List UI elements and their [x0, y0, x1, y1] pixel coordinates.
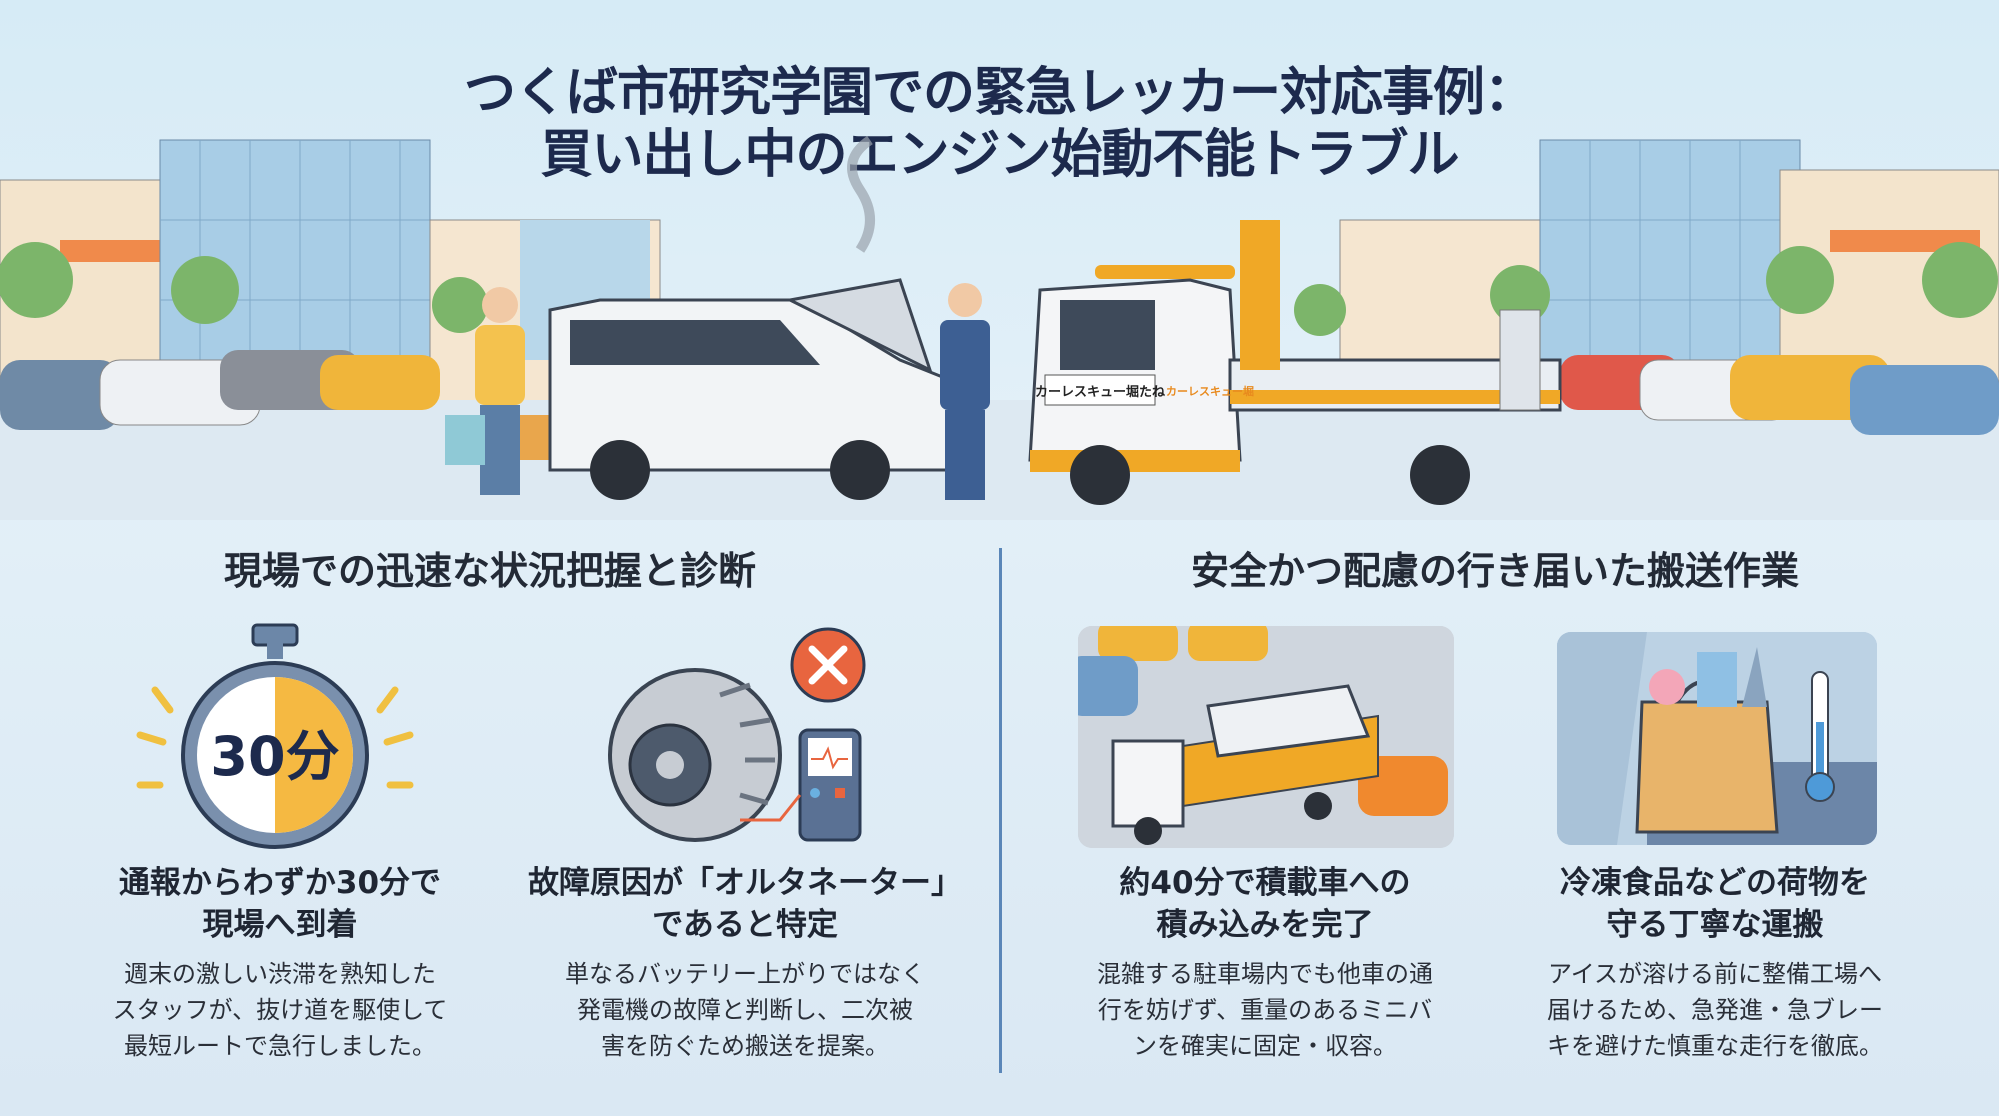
card-arrival-30min: 通報からわずか30分で現場へ到着 週末の激しい渋滞を熟知したスタッフが、抜け道を…	[50, 862, 510, 1064]
card-title-line: 故障原因が「オルタネーター」	[528, 865, 962, 901]
card-body-line: 発電機の故障と判断し、二次被	[577, 996, 913, 1024]
card-body-line: 単なるバッテリー上がりではなく	[565, 960, 925, 988]
card-title-line: 積み込みを完了	[1156, 907, 1374, 943]
card-careful-transport: 冷凍食品などの荷物を守る丁寧な運搬 アイスが溶ける前に整備工場へ届けるため、急発…	[1485, 862, 1945, 1064]
card-alternator-diagnosis: 故障原因が「オルタネーター」であると特定 単なるバッテリー上がりではなく発電機の…	[515, 862, 975, 1064]
parked-cars	[0, 350, 1999, 435]
card-body-line: ンを確実に固定・収容。	[1133, 1032, 1397, 1060]
card-body-line: キを避けた慎重な走行を徹底。	[1547, 1032, 1883, 1060]
page-title-line-1: つくば市研究学園での緊急レッカー対応事例：	[463, 63, 1536, 123]
card-title-line: 守る丁寧な運搬	[1606, 907, 1824, 943]
broken-down-minivan	[548, 135, 952, 500]
card-body-line: スタッフが、抜け道を駆使して	[112, 996, 448, 1024]
card-title-line: 約40分で積載車への	[1119, 865, 1411, 901]
truck-sign-front: カーレスキュー堀たね	[1035, 385, 1165, 400]
card-body-line: 届けるため、急発進・急ブレー	[1547, 996, 1883, 1024]
error-x-icon	[790, 627, 866, 703]
card-body-line: 最短ルートで急行しました。	[124, 1032, 436, 1060]
hero-scene-illustration: カーレスキュー堀たね カーレスキュー堀	[0, 135, 1999, 520]
trees	[0, 242, 1998, 336]
card-body-line: 行を妨げず、重量のあるミニバ	[1097, 996, 1433, 1024]
card-body-line: 週末の激しい渋滞を熟知した	[124, 960, 436, 988]
card-body-line: 混雑する駐車場内でも他車の通	[1097, 960, 1433, 988]
diagnostic-tester-icon	[740, 728, 862, 842]
section-divider	[999, 548, 1002, 1073]
stopwatch-icon: 30分	[136, 623, 414, 849]
tow-truck-loading-image	[1078, 626, 1454, 848]
section-heading-diagnosis: 現場での迅速な状況把握と診断	[223, 549, 756, 593]
mechanic	[940, 283, 990, 500]
grocery-bag-thermometer-image	[1557, 632, 1877, 845]
tow-truck: カーレスキュー堀たね カーレスキュー堀	[1028, 220, 1562, 505]
card-loading-40min: 約40分で積載車への積み込みを完了 混雑する駐車場内でも他車の通行を妨げず、重量…	[1035, 862, 1495, 1064]
section-heading-transport: 安全かつ配慮の行き届いた搬送作業	[1190, 549, 1799, 593]
card-body-line: 害を防ぐため搬送を提案。	[601, 1032, 889, 1060]
customer-with-shopping-bags	[445, 287, 550, 495]
thermometer-icon	[1805, 671, 1835, 802]
card-title-line: 冷凍食品などの荷物を	[1560, 865, 1870, 901]
card-body-line: アイスが溶ける前に整備工場へ	[1547, 960, 1883, 988]
card-title-line: 通報からわずか30分で	[118, 865, 442, 901]
truck-sign-door: カーレスキュー堀	[1166, 384, 1254, 398]
stopwatch-label: 30分	[210, 725, 339, 788]
card-title-line: 現場へ到着	[202, 907, 358, 943]
page-title-line-2: 買い出し中のエンジン始動不能トラブル	[540, 125, 1459, 185]
card-title-line: であると特定	[652, 907, 838, 943]
alternator-icon	[608, 627, 866, 842]
